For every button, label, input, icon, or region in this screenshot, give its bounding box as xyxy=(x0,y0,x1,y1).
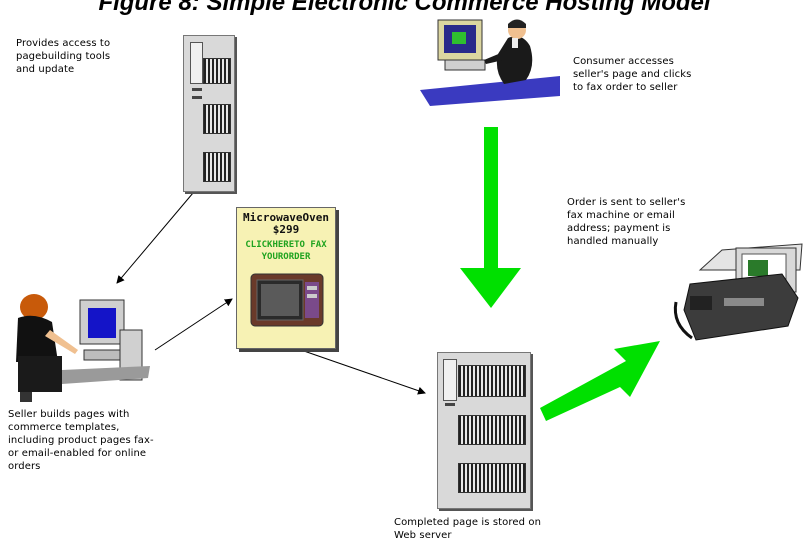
vent-panel xyxy=(458,365,526,397)
power-led xyxy=(445,403,455,406)
vent-panel xyxy=(203,58,231,84)
product-page-card: MicrowaveOven $299 CLICKHERETO FAX YOURO… xyxy=(236,207,336,349)
fax-order-link-line2[interactable]: YOURORDER xyxy=(261,252,311,262)
arrow-seller-to-card xyxy=(154,298,233,351)
vent-panel xyxy=(203,104,231,134)
vent-panel xyxy=(203,152,231,182)
note-consumer: Consumer accesses seller's page and clic… xyxy=(573,56,692,93)
note-completed: Completed page is stored on Web server xyxy=(394,517,542,541)
green-arrow-to-fax xyxy=(540,341,660,421)
microwave-icon xyxy=(250,273,324,327)
arrow-server-to-seller xyxy=(116,192,194,284)
green-arrow-down xyxy=(460,127,521,308)
product-name: MicrowaveOven xyxy=(242,211,330,224)
note-page-tools: Provides access to pagebuilding tools an… xyxy=(16,38,111,75)
vent-panel xyxy=(458,463,526,493)
vent-panel xyxy=(458,415,526,445)
figure-title: Figure 8: Simple Electronic Commerce Hos… xyxy=(98,0,711,16)
drive-bay xyxy=(443,359,457,401)
note-order-sent: Order is sent to seller's fax machine or… xyxy=(567,197,686,247)
arrow-card-to-webserver xyxy=(277,341,426,395)
power-led xyxy=(192,88,202,91)
fax-order-link[interactable]: CLICKHERETO FAX xyxy=(245,240,327,250)
product-price: $299 xyxy=(272,223,300,236)
disk-led xyxy=(192,96,202,99)
server-tower-icon xyxy=(183,35,235,192)
note-seller: Seller builds pages with commerce templa… xyxy=(8,409,154,472)
drive-bay xyxy=(190,42,203,84)
web-server-tower-icon xyxy=(437,352,531,509)
